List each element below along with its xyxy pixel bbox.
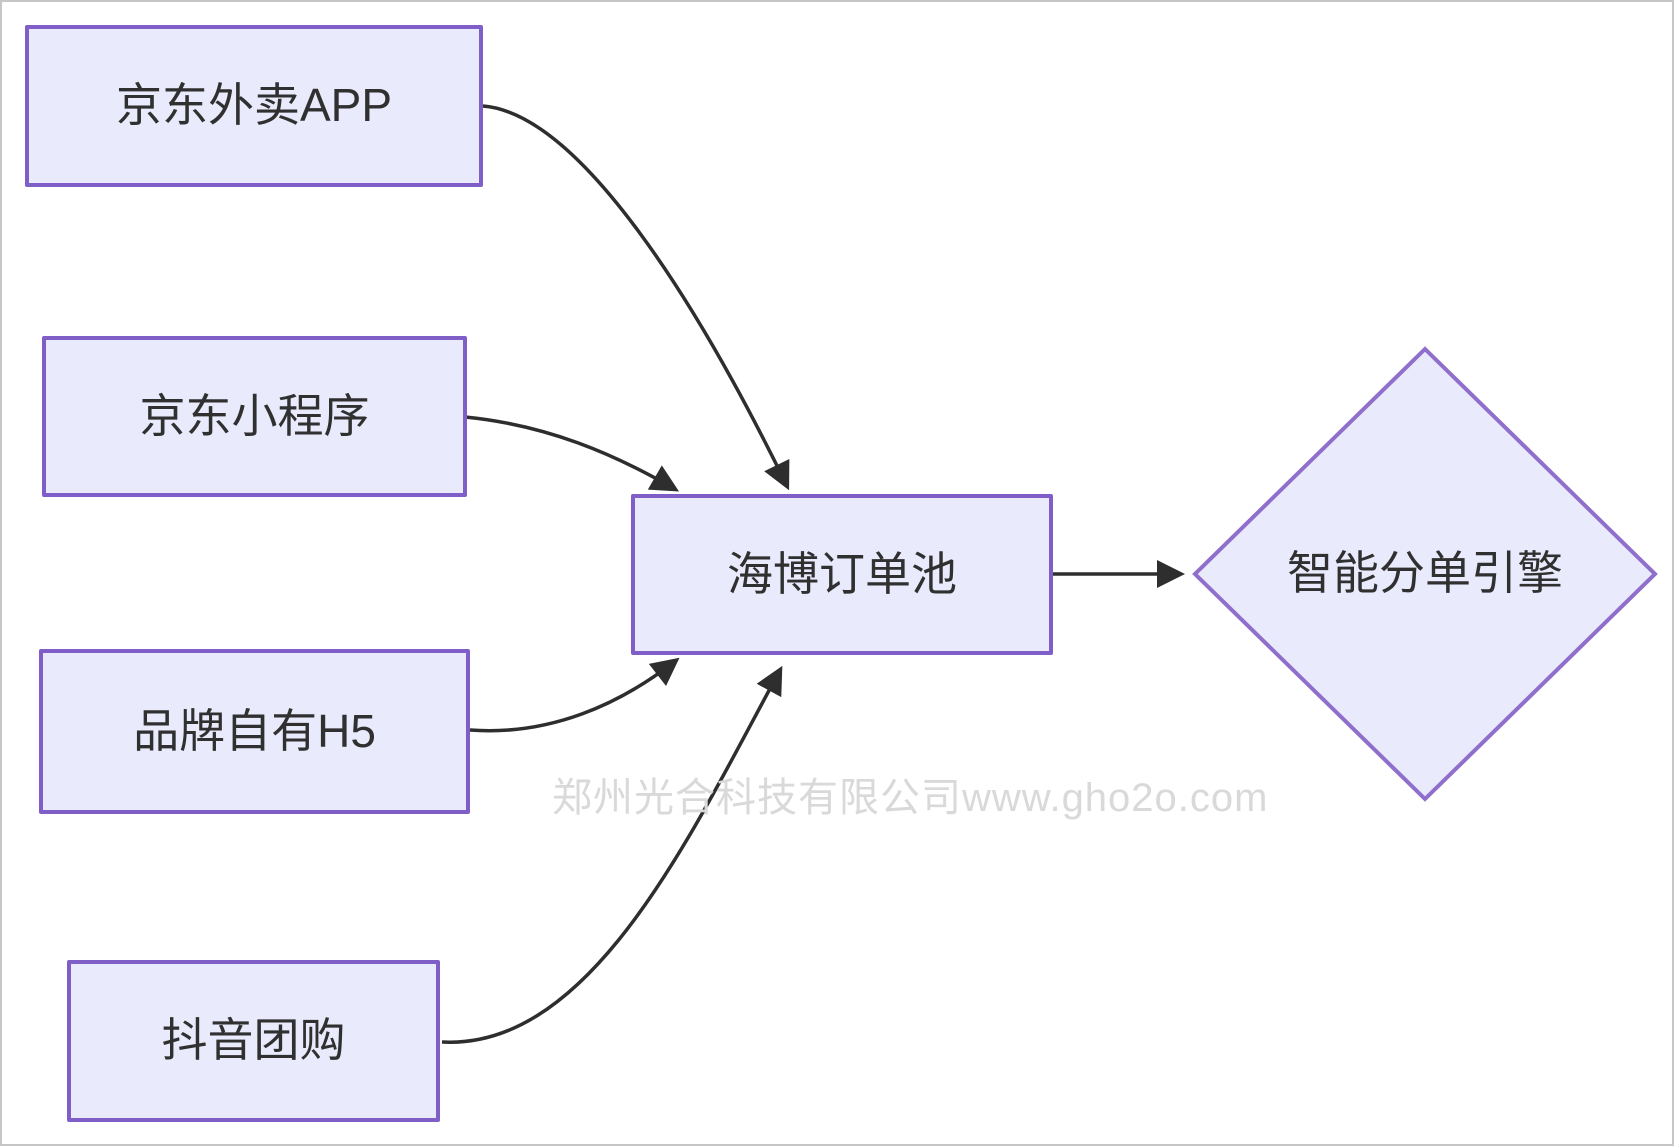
node-haibo-order-pool-label: 海博订单池 [727,547,957,600]
edge-douyin-group-buy-to-order-pool [441,665,783,1044]
node-jd-mini-program-label: 京东小程序 [139,389,370,442]
node-haibo-order-pool: 海博订单池 [631,494,1053,655]
node-douyin-group-buy: 抖音团购 [67,960,440,1122]
edge-jd-waimai-app-to-order-pool [482,104,790,491]
watermark-text: 郑州光合科技有限公司www.gho2o.com [552,776,1269,820]
edge-brand-own-h5-to-order-pool [469,657,680,733]
node-jd-waimai-app-label: 京东外卖APP [115,79,393,132]
edge-jd-mini-program-to-order-pool [464,415,680,492]
node-brand-own-h5-label: 品牌自有H5 [133,704,376,757]
node-douyin-group-buy-label: 抖音团购 [161,1014,346,1067]
decision-diamond-shape [1192,346,1658,802]
node-jd-waimai-app: 京东外卖APP [25,25,483,187]
node-jd-mini-program: 京东小程序 [42,336,467,497]
node-brand-own-h5: 品牌自有H5 [39,649,470,814]
